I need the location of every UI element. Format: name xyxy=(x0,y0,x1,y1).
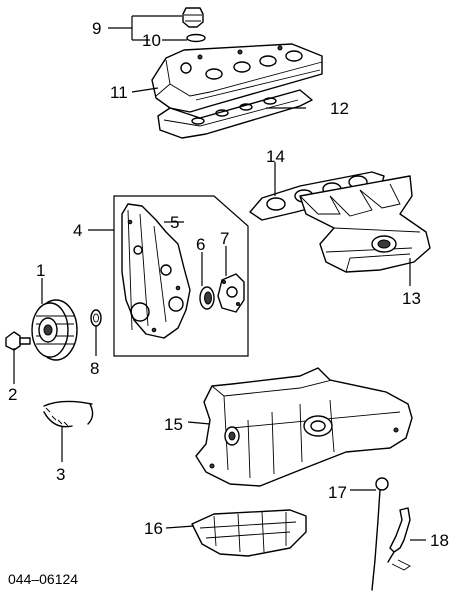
callout-14: 14 xyxy=(266,147,285,166)
callout-16: 16 xyxy=(144,519,163,538)
crankshaft-seal xyxy=(90,309,102,327)
callout-11: 11 xyxy=(110,83,128,102)
cap-gasket xyxy=(186,33,206,43)
dipstick-guide xyxy=(387,507,411,571)
oil-dipstick xyxy=(371,477,389,591)
drive-belt xyxy=(43,400,94,428)
crankshaft-pulley xyxy=(31,299,78,361)
oil-pan-upper xyxy=(195,367,413,487)
diagram-code: 044–06124 xyxy=(8,571,78,587)
callout-1: 1 xyxy=(36,261,45,280)
cylinder-head-cover xyxy=(151,43,323,113)
oil-pan-lower xyxy=(191,509,307,557)
callout-13: 13 xyxy=(402,289,421,308)
callout-15: 15 xyxy=(164,415,183,434)
callout-6: 6 xyxy=(196,235,205,254)
callout-4: 4 xyxy=(73,221,82,240)
callout-labels: 9 10 11 12 14 4 5 6 7 1 13 8 2 15 3 17 1… xyxy=(8,19,449,550)
callout-2: 2 xyxy=(8,385,17,404)
callout-8: 8 xyxy=(90,359,99,378)
intake-manifold xyxy=(299,175,431,273)
oil-seal xyxy=(199,286,215,310)
pulley-bolt xyxy=(5,331,31,351)
callout-17: 17 xyxy=(328,483,347,502)
timing-chain-cover xyxy=(121,203,191,339)
callout-5: 5 xyxy=(170,213,179,232)
callout-12: 12 xyxy=(330,99,349,118)
callout-18: 18 xyxy=(430,531,449,550)
callout-9: 9 xyxy=(92,19,101,38)
oil-filler-cap xyxy=(182,7,204,28)
head-cover-gasket xyxy=(157,89,313,139)
callout-7: 7 xyxy=(220,229,229,248)
callout-10: 10 xyxy=(142,31,161,50)
leader-lines xyxy=(13,15,426,541)
timing-cover-group-box xyxy=(113,195,249,357)
callout-3: 3 xyxy=(56,465,65,484)
pump-plate xyxy=(217,273,245,313)
